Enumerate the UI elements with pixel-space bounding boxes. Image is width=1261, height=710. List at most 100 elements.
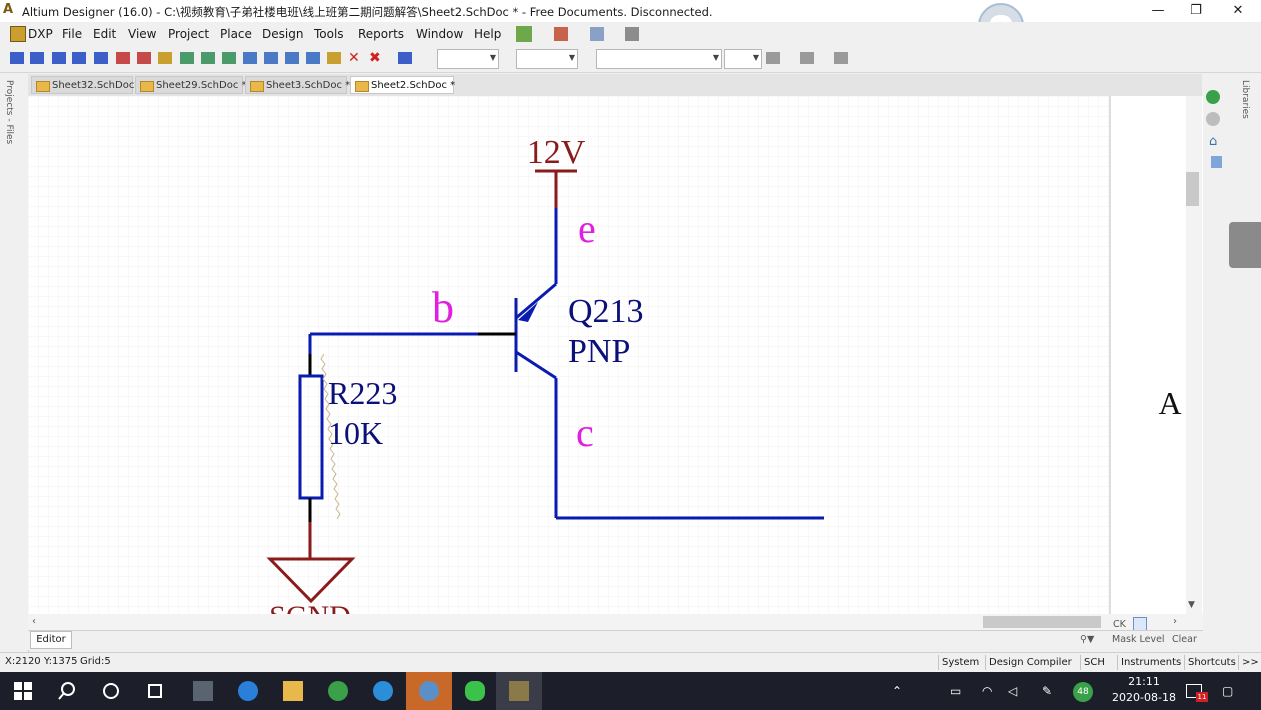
taskbar-app-green[interactable] [315, 672, 361, 710]
ground-icon[interactable] [590, 27, 604, 41]
start-button[interactable] [0, 672, 46, 710]
system-clock[interactable]: 21:11 2020-08-18 [1103, 674, 1185, 706]
style-combo[interactable]: ▼ [596, 49, 722, 69]
menu-design[interactable]: Design [262, 27, 304, 41]
harness-connector-icon[interactable] [264, 52, 278, 64]
nav-back-icon[interactable] [1206, 112, 1220, 126]
close-button[interactable]: ✕ [1232, 3, 1244, 18]
task-view-button[interactable] [132, 672, 178, 710]
size-combo[interactable]: ▼ [516, 49, 578, 69]
device-sheet-icon[interactable] [222, 52, 236, 64]
pen-tray-icon[interactable]: ✎ [1042, 684, 1053, 698]
font-combo[interactable]: ▼ [437, 49, 499, 69]
pen-icon[interactable] [398, 52, 412, 64]
horizontal-scroll-thumb[interactable] [983, 616, 1101, 628]
arrange-icon[interactable] [834, 52, 848, 64]
search-button[interactable] [44, 672, 90, 710]
schematic-canvas[interactable]: 12V e Q213 PNP b c R223 10K SGND [28, 96, 1203, 614]
harness-entry-icon[interactable] [285, 52, 299, 64]
taskbar-calculator[interactable] [180, 672, 226, 710]
status-system-button[interactable]: System [938, 655, 982, 670]
wire-icon[interactable] [10, 52, 24, 64]
taskbar-wechat[interactable] [452, 672, 498, 710]
taskbar-altium[interactable] [496, 672, 542, 710]
menu-view[interactable]: View [128, 27, 157, 41]
ck-label: CK [1113, 619, 1126, 630]
menu-window[interactable]: Window [416, 27, 464, 41]
width-combo[interactable]: ▼ [724, 49, 762, 69]
task-view-icon [148, 684, 162, 698]
compile-mask-icon[interactable]: ✖ [369, 50, 381, 66]
home-icon[interactable]: ⌂ [1209, 134, 1218, 149]
menu-reports[interactable]: Reports [358, 27, 405, 41]
sheet-symbol-icon[interactable] [180, 52, 194, 64]
no-erc-icon[interactable]: ✕ [348, 50, 360, 66]
taskbar-app-blue[interactable] [360, 672, 406, 710]
tab-sheet32[interactable]: Sheet32.SchDoc [31, 76, 134, 94]
status-sch-button[interactable]: SCH [1080, 655, 1108, 670]
vcc-port-icon[interactable] [137, 52, 151, 64]
bus-icon[interactable] [30, 52, 44, 64]
gnd-port-icon[interactable] [116, 52, 130, 64]
tab-sheet3[interactable]: Sheet3.SchDoc * [245, 76, 350, 94]
tab-sheet29[interactable]: Sheet29.SchDoc * [135, 76, 247, 94]
offsheet-icon[interactable] [327, 52, 341, 64]
refresh-icon[interactable] [1211, 156, 1222, 168]
minimize-button[interactable]: — [1151, 3, 1165, 18]
status-design-compiler-button[interactable]: Design Compiler [985, 655, 1075, 670]
vertical-scroll-thumb[interactable] [1186, 172, 1199, 206]
notification-icon[interactable] [1186, 684, 1202, 698]
menu-file[interactable]: File [62, 27, 83, 41]
vertical-scrollbar[interactable] [1186, 96, 1202, 614]
port-icon[interactable] [306, 52, 320, 64]
taskbar-edge[interactable] [225, 672, 271, 710]
document-icon[interactable] [554, 27, 568, 41]
filter-icon[interactable]: ⚲▼ [1080, 634, 1095, 645]
badge-count[interactable]: 48 [1073, 682, 1093, 702]
menu-project[interactable]: Project [168, 27, 210, 41]
scroll-left-icon[interactable]: ‹ [32, 616, 36, 627]
projects-panel-tab[interactable]: Projects - Files [4, 80, 14, 145]
tray-expand-icon[interactable]: ⌃ [892, 684, 903, 698]
line-style-icon[interactable] [800, 52, 814, 64]
maximize-button[interactable]: ❐ [1190, 3, 1202, 18]
sheet-entry-icon[interactable] [201, 52, 215, 64]
libraries-panel-tab[interactable]: Libraries [1240, 80, 1250, 119]
grid-size: Grid:5 [80, 656, 111, 667]
dxp-icon[interactable] [10, 26, 26, 42]
status-more-button[interactable]: >> [1238, 655, 1261, 670]
mask-toggle-icon[interactable] [1133, 617, 1147, 631]
horizontal-scrollbar[interactable] [28, 614, 1203, 630]
clear-button[interactable]: Clear [1172, 634, 1197, 645]
scroll-right-icon[interactable]: › [1173, 616, 1177, 627]
action-center-icon[interactable]: ▢ [1222, 684, 1234, 698]
grid-icon[interactable] [625, 27, 639, 41]
align-icon[interactable] [766, 52, 780, 64]
taskbar-active-app[interactable] [406, 672, 452, 710]
status-shortcuts-button[interactable]: Shortcuts [1184, 655, 1239, 670]
scroll-down-icon[interactable]: ▼ [1188, 600, 1195, 610]
menu-help[interactable]: Help [474, 27, 502, 41]
part-icon[interactable] [158, 52, 172, 64]
menu-dxp[interactable]: DXP [28, 27, 53, 41]
harness-icon[interactable] [243, 52, 257, 64]
status-instruments-button[interactable]: Instruments [1117, 655, 1184, 670]
bus-entry-icon[interactable] [52, 52, 66, 64]
battery-icon[interactable]: ▭ [950, 684, 962, 698]
search-icon [58, 682, 75, 700]
cortana-button[interactable] [88, 672, 134, 710]
net-label-icon[interactable] [72, 52, 86, 64]
menu-edit[interactable]: Edit [93, 27, 117, 41]
menu-place[interactable]: Place [220, 27, 252, 41]
floating-tool-button[interactable] [1229, 222, 1261, 268]
taskbar-explorer[interactable] [270, 672, 316, 710]
tab-sheet2[interactable]: Sheet2.SchDoc * [350, 76, 455, 94]
netlabel-icon[interactable] [94, 52, 108, 64]
menu-tools[interactable]: Tools [314, 27, 344, 41]
mask-level-button[interactable]: Mask Level [1112, 634, 1165, 645]
volume-icon[interactable]: ◁ [1008, 684, 1018, 698]
wifi-icon[interactable]: ◠ [982, 684, 993, 698]
editor-tab[interactable]: Editor [30, 631, 72, 649]
wizard-icon[interactable] [516, 26, 532, 42]
nav-forward-icon[interactable] [1206, 90, 1220, 104]
